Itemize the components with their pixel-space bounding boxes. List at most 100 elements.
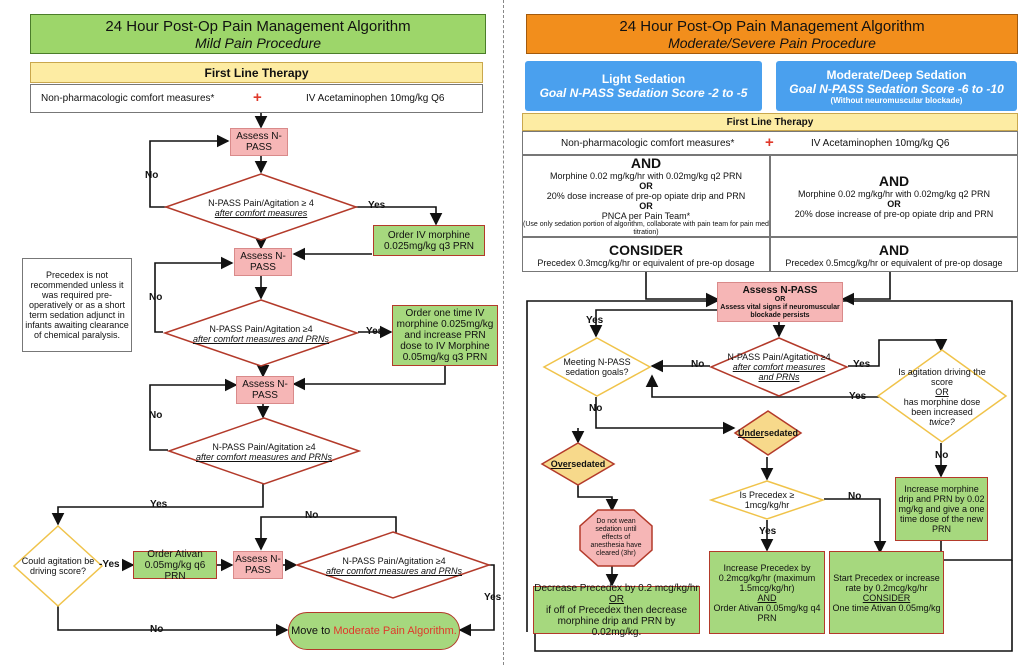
assess-right-or: OR	[774, 295, 786, 303]
deep-sedation-goal: Goal N-PASS Sedation Score -6 to -10	[789, 81, 1004, 96]
label-yes-4: Yes	[484, 592, 502, 603]
light-morphine-2: 20% dose increase of pre-op opiate drip …	[546, 191, 746, 201]
could-agitation-text: Could agitation be driving score?	[21, 556, 95, 576]
meeting-goals-diamond	[542, 337, 652, 397]
order-one-time-morphine: Order one time IV morphine 0.025mg/kg an…	[392, 305, 498, 366]
npass-right-line2: after comfort measures and PRNs	[732, 362, 826, 382]
label-no-3: No	[149, 410, 163, 421]
decision-3	[167, 417, 361, 485]
light-sedation-goal: Goal N-PASS Sedation Score -2 to -5	[539, 86, 748, 100]
decision-2	[163, 299, 359, 367]
under-word: Under	[737, 428, 764, 438]
decision-4-text: N-PASS Pain/Agitation ≥4 after comfort m…	[312, 552, 476, 580]
sedated-word-1: sedated	[764, 428, 799, 438]
label-yes-r1: Yes	[586, 315, 604, 326]
assess-npass-1: Assess N-PASS	[230, 128, 288, 156]
label-yes-1: Yes	[368, 200, 386, 211]
light-precedex: Precedex 0.3mcg/kg/hr or equivalent of p…	[537, 257, 755, 268]
increase-precedex-line1: Increase Precedex by 0.2mcg/kg/hr (maxim…	[718, 562, 816, 593]
decision-1	[164, 173, 358, 241]
could-agitation-diamond	[12, 524, 104, 608]
increase-precedex-line2: Order Ativan 0.05mg/kg q4 PRN	[713, 602, 821, 623]
light-or-1: OR	[639, 181, 653, 191]
light-morphine-box: AND Morphine 0.02 mg/kg/hr with 0.02mg/k…	[522, 155, 770, 237]
first-line-therapy-left: First Line Therapy	[30, 62, 483, 83]
decision-1-text: N-PASS Pain/Agitation ≥ 4 after comfort …	[180, 194, 342, 222]
moderate-header: 24 Hour Post-Op Pain Management Algorith…	[526, 14, 1018, 54]
deep-precedex: Precedex 0.5mcg/kg/hr or equivalent of p…	[785, 257, 1003, 268]
light-or-2: OR	[639, 201, 653, 211]
light-and: AND	[630, 155, 662, 171]
assess-npass-2: Assess N-PASS	[234, 248, 292, 276]
light-pnca: PNCA per Pain Team*	[601, 211, 691, 221]
label-no-4: No	[305, 510, 319, 521]
deep-precedex-box: AND Precedex 0.5mcg/kg/hr or equivalent …	[770, 237, 1018, 272]
label-no-5: No	[150, 624, 164, 635]
decision-3-line1: N-PASS Pain/Agitation ≥4	[212, 442, 316, 452]
label-yes-3: Yes	[150, 499, 168, 510]
header-line2-right: Moderate/Severe Pain Procedure	[668, 34, 876, 51]
over-word: Over	[550, 459, 572, 469]
is-precedex-diamond	[709, 480, 825, 520]
move-to-moderate[interactable]: Move to Moderate Pain Algorithm.	[288, 612, 460, 650]
panel-divider	[503, 0, 504, 665]
decrease-line1: Decrease Precedex by 0.2 mcg/kg/hr	[534, 582, 699, 594]
deep-morphine-2: 20% dose increase of pre-op opiate drip …	[794, 209, 994, 219]
order-ativan: Order Ativan 0.05mg/kg q6 PRN	[133, 549, 217, 582]
is-precedex-text: Is Precedex ≥ 1mcg/kg/hr	[739, 490, 795, 510]
label-no-2: No	[149, 292, 163, 303]
decrease-precedex-box: Decrease Precedex by 0.2 mcg/kg/hr OR if…	[533, 582, 700, 638]
decrease-or: OR	[609, 593, 624, 605]
decision-3-text: N-PASS Pain/Agitation ≥4 after comfort m…	[182, 438, 346, 466]
increase-morphine-box: Increase morphine drip and PRN by 0.02 m…	[895, 477, 988, 541]
decision-1-line2: after comfort measures	[214, 208, 308, 218]
is-agitation-line2: has morphine dose been increased	[903, 397, 981, 417]
header-line1-right: 24 Hour Post-Op Pain Management Algorith…	[619, 17, 925, 35]
header-line1: 24 Hour Post-Op Pain Management Algorith…	[105, 17, 411, 35]
increase-precedex-box: Increase Precedex by 0.2mcg/kg/hr (maxim…	[709, 551, 825, 634]
moderate-algorithm-link[interactable]: Moderate Pain Algorithm.	[333, 625, 457, 637]
is-agitation-or: OR	[935, 387, 949, 397]
do-not-wean-text: Do not wean sedation until effects of an…	[590, 518, 642, 557]
first-line-row-right: Non-pharmacologic comfort measures* + IV…	[522, 131, 1018, 155]
deep-sedation-note: (Without neuromuscular blockade)	[830, 95, 963, 105]
light-consider: CONSIDER	[609, 241, 683, 258]
meeting-goals-text: Meeting N-PASS sedation goals?	[563, 357, 631, 377]
oversedated-diamond	[540, 442, 616, 486]
oversedated-text: Oversedated	[540, 457, 616, 471]
nonpharm-right: Non-pharmacologic comfort measures*	[561, 138, 735, 149]
move-to-text: Move to	[291, 625, 331, 637]
decision-3-line2: after comfort measures and PRNs	[195, 452, 333, 462]
assess-right-title: Assess N-PASS	[742, 284, 818, 296]
label-no-r1: No	[691, 359, 705, 370]
sedated-word-2: sedated	[571, 459, 606, 469]
npass-right-line1: N-PASS Pain/Agitation ≥4	[727, 352, 831, 362]
plus-icon: +	[253, 89, 262, 106]
light-pnca-note: (Use only sedation portion of algorithm,…	[523, 221, 769, 236]
decrease-line2: if off of Precedex then decrease morphin…	[545, 604, 687, 638]
label-yes-r2: Yes	[853, 359, 871, 370]
deep-sedation-title: Moderate/Deep Sedation	[826, 67, 967, 82]
acetaminophen-left: IV Acetaminophen 10mg/kg Q6	[306, 93, 445, 104]
stop-octagon	[579, 509, 653, 567]
is-agitation-twice: twice?	[929, 417, 955, 427]
decision-2-line1: N-PASS Pain/Agitation ≥4	[209, 324, 313, 334]
undersedated-text: Undersedated	[733, 426, 803, 440]
nonpharm-left: Non-pharmacologic comfort measures*	[41, 93, 215, 104]
label-no-r3: No	[935, 450, 949, 461]
deep-sedation-box: Moderate/Deep Sedation Goal N-PASS Sedat…	[776, 61, 1017, 111]
acetaminophen-right: IV Acetaminophen 10mg/kg Q6	[811, 138, 950, 149]
start-precedex-line1: Start Precedex or increase rate by 0.2mc…	[833, 572, 940, 593]
label-no-r4: No	[848, 491, 862, 502]
assess-npass-right: Assess N-PASS OR Assess vital signs if n…	[717, 282, 843, 322]
decision-4	[295, 531, 491, 599]
label-yes-r4: Yes	[759, 526, 777, 537]
deep-and-2: AND	[878, 241, 910, 258]
precedex-note: Precedex is not recommended unless it wa…	[22, 258, 132, 352]
decision-1-line1: N-PASS Pain/Agitation ≥ 4	[208, 198, 314, 208]
label-yes-r3: Yes	[849, 391, 867, 402]
decision-4-line2: after comfort measures and PRNs	[325, 566, 463, 576]
light-sedation-box: Light Sedation Goal N-PASS Sedation Scor…	[525, 61, 762, 111]
first-line-therapy-right: First Line Therapy	[522, 113, 1018, 131]
